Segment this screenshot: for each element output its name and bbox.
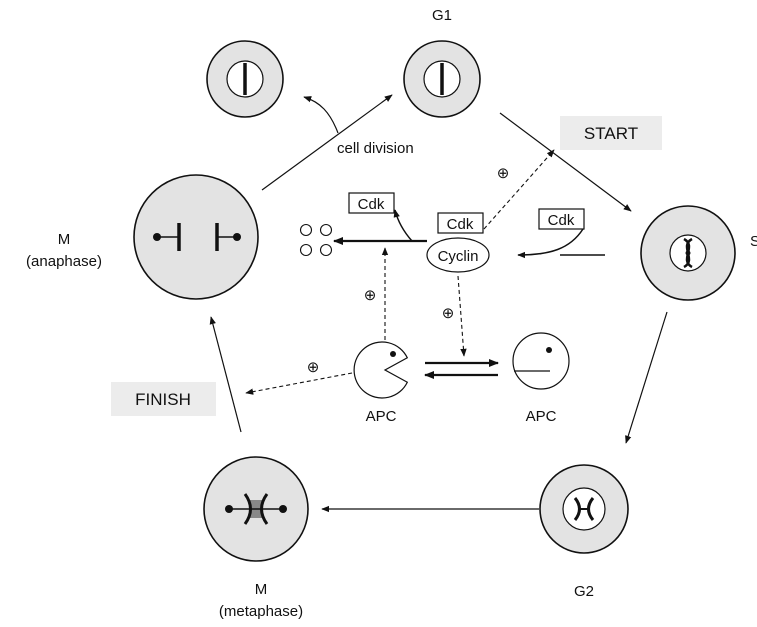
finish-label: FINISH (135, 390, 191, 409)
m-anaphase-label-line1: M (58, 231, 71, 248)
plus-sign-icon: ⊕ (307, 359, 320, 376)
cdk-right-label: Cdk (548, 212, 575, 229)
m-metaphase-label-line2: (metaphase) (219, 603, 303, 620)
g2-cell (539, 464, 629, 554)
regulatory-arrows (245, 149, 555, 395)
plus-sign-icon: ⊕ (442, 305, 455, 322)
plus-sign-icon: ⊕ (364, 287, 377, 304)
cdk-center-label: Cdk (447, 216, 474, 233)
s-label: S (750, 233, 757, 250)
g1-cell (403, 40, 481, 118)
plus-sign-icon: ⊕ (497, 165, 510, 182)
finish-checkpoint: FINISH (111, 382, 216, 416)
cdk-cyclin-complex: Cdk Cyclin (426, 212, 490, 273)
apc-active-label: APC (366, 408, 397, 425)
activation-signs: ⊕ ⊕ ⊕ ⊕ (307, 165, 510, 376)
apc-inactive-label: APC (526, 408, 557, 425)
apc-active: APC (353, 341, 409, 425)
cyclin-fragments (299, 223, 333, 257)
daughter-cell (206, 40, 284, 118)
m-metaphase-cell (203, 456, 309, 562)
s-cell (640, 205, 736, 301)
start-label: START (584, 124, 638, 143)
g1-label: G1 (432, 7, 452, 24)
start-checkpoint: START (560, 116, 662, 150)
g2-label: G2 (574, 583, 594, 600)
cdk-top-label: Cdk (358, 196, 385, 213)
complex-arrows (333, 209, 605, 259)
cyclin-label: Cyclin (438, 248, 479, 265)
cdk-free-box: Cdk (348, 192, 395, 214)
cdk-right-box: Cdk (538, 208, 585, 230)
m-anaphase-label-line2: (anaphase) (26, 253, 102, 270)
cell-division-label: cell division (337, 140, 414, 157)
cycle-arrows (209, 94, 668, 513)
m-anaphase-cell (133, 174, 259, 300)
apc-equilibrium-arrows (424, 359, 499, 379)
apc-inactive: APC (512, 332, 570, 425)
m-metaphase-label-line1: M (255, 581, 268, 598)
